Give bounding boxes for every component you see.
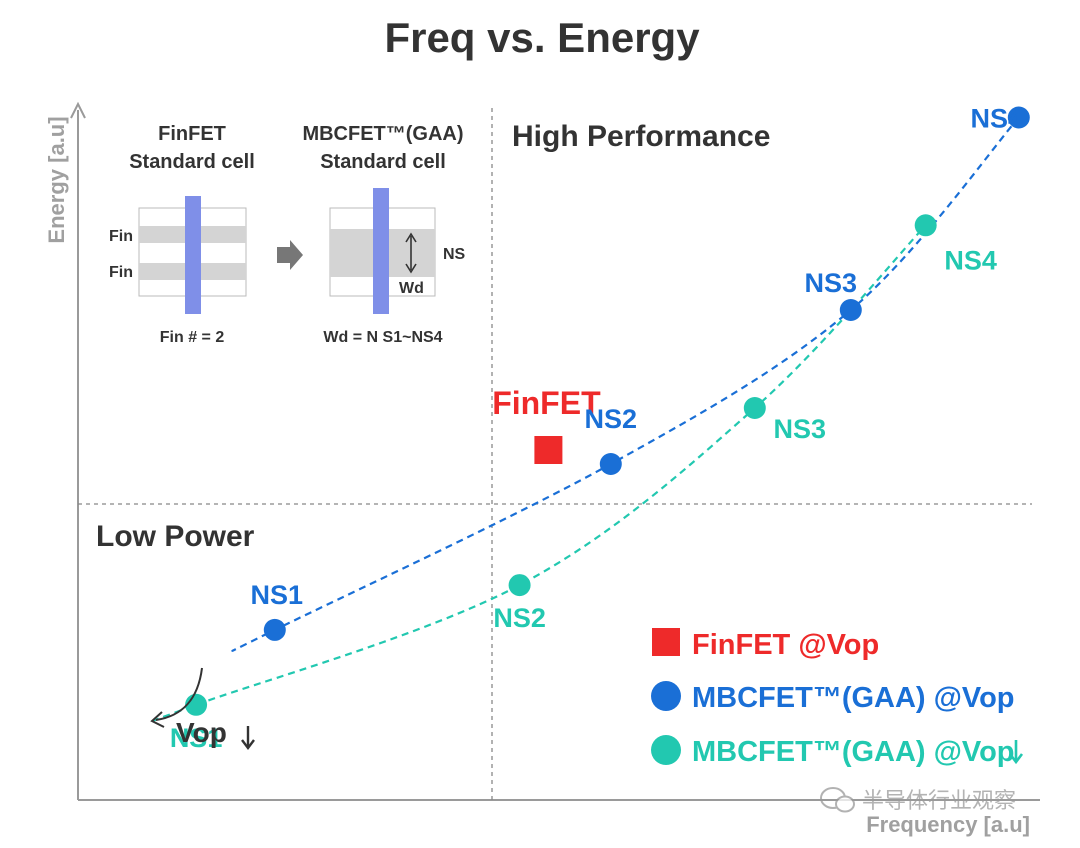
point-label-gaa-ns2: NS2 <box>585 404 638 434</box>
vop-annotation: Vop <box>150 667 255 750</box>
wd-arrow-up-icon <box>405 232 417 243</box>
finfet-fin-label-1: Fin <box>109 228 133 245</box>
wechat-icon-secondary <box>835 795 855 813</box>
finfet-inset-title-line1: FinFET <box>158 123 226 145</box>
x-axis-label: Frequency [a.u] <box>866 812 1030 837</box>
vop-curve-arrowhead-icon <box>150 711 165 728</box>
finfet-fin-label-2: Fin <box>109 264 133 281</box>
data-point-gaa_low-ns3 <box>743 397 766 419</box>
chart-title: Freq vs. Energy <box>384 14 700 61</box>
legend-gaa-circle-icon <box>651 681 681 711</box>
point-label-gaa-ns1: NS1 <box>251 580 304 610</box>
point-label-gaa_low-ns1: NS1 <box>170 723 223 753</box>
point-label-finfet-finfet: FinFET <box>492 385 601 421</box>
legend: FinFET @Vop MBCFET™(GAA) @Vop MBCFET™(GA… <box>651 628 1024 768</box>
quadrant-label-low-power: Low Power <box>96 520 255 553</box>
point-label-gaa-ns3: NS3 <box>805 268 858 298</box>
vop-curve-arrow <box>155 667 203 721</box>
legend-gaa-low-label: MBCFET™(GAA) @Vop <box>692 736 1015 768</box>
trend-line-gaa <box>231 116 1020 652</box>
finfet-inset-caption: Fin # = 2 <box>160 329 225 346</box>
legend-finfet-label: FinFET @Vop <box>692 629 879 661</box>
mbcfet-inset-caption: Wd = N S1~NS4 <box>323 329 442 346</box>
finfet-gate <box>185 196 201 314</box>
point-label-gaa_low-ns4: NS4 <box>944 245 997 275</box>
quadrant-label-high-performance: High Performance <box>512 120 770 153</box>
wd-arrow-down-icon <box>405 263 417 274</box>
watermark-text: 半导体行业观察 <box>862 788 1016 813</box>
inset-arrow-icon <box>277 240 303 270</box>
data-point-gaa_low-ns4 <box>914 214 937 237</box>
vop-label: Vop <box>176 717 227 748</box>
watermark: 半导体行业观察 <box>820 787 1016 813</box>
data-point-finfet-finfet <box>534 436 563 464</box>
mbcfet-inset-title-line2: Standard cell <box>320 151 446 173</box>
data-point-gaa-ns1 <box>263 618 286 641</box>
data-point-gaa_low-ns1 <box>185 693 208 716</box>
finfet-inset-title-line2: Standard cell <box>129 151 255 173</box>
mbcfet-inset-title-line1: MBCFET™(GAA) <box>302 123 463 145</box>
data-point-gaa-ns4 <box>1007 106 1030 129</box>
data-marks <box>185 106 1030 716</box>
legend-finfet-square-icon <box>652 628 680 656</box>
inset-mbcfet: MBCFET™(GAA) Standard cell NS Wd Wd = N … <box>302 123 465 346</box>
y-axis-arrow <box>70 101 86 119</box>
mbcfet-gate <box>373 188 389 314</box>
legend-gaa-low-circle-icon <box>651 735 681 765</box>
mbcfet-ns-label: NS <box>443 246 466 263</box>
point-label-gaa_low-ns2: NS2 <box>493 603 546 633</box>
vop-down-arrow-icon <box>241 739 255 750</box>
legend-gaa-label: MBCFET™(GAA) @Vop <box>692 682 1015 714</box>
trend-line-gaa_low <box>153 224 927 722</box>
data-point-gaa-ns3 <box>839 299 862 321</box>
inset-finfet: FinFET Standard cell Fin Fin Fin # = 2 <box>109 123 255 346</box>
legend-gaa-low-down-arrow-icon <box>1008 753 1024 765</box>
y-axis-label: Energy [a.u] <box>44 116 69 243</box>
point-label-gaa-ns4: NS4 <box>971 104 1024 134</box>
mbcfet-wd-label: Wd <box>399 280 424 297</box>
data-point-gaa_low-ns2 <box>508 574 531 597</box>
point-label-gaa_low-ns3: NS3 <box>774 414 827 444</box>
data-point-gaa-ns2 <box>599 453 622 475</box>
